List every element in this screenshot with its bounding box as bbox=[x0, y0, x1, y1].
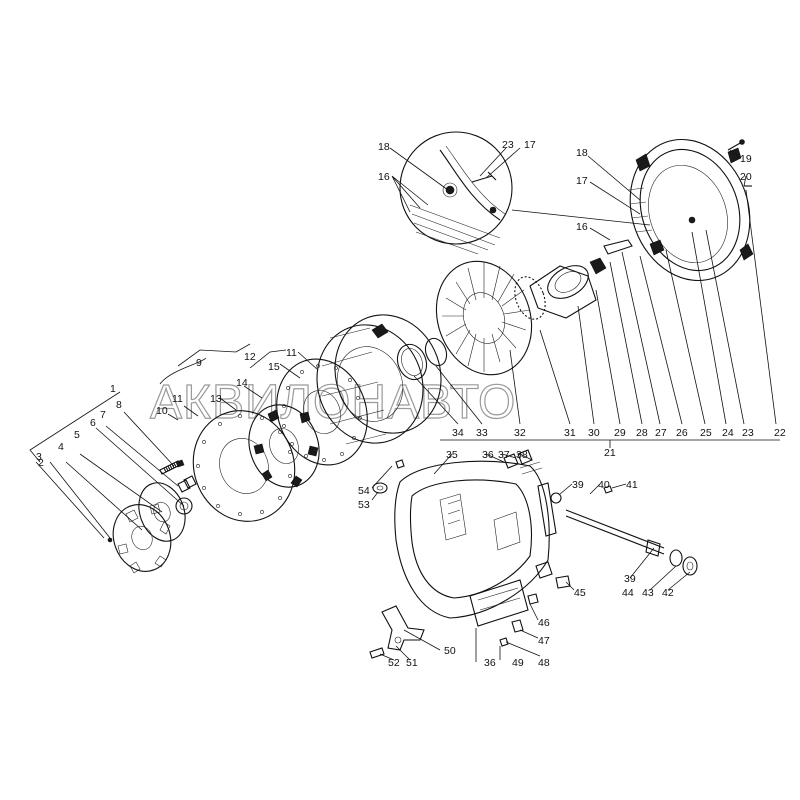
callout-16a: 16 bbox=[378, 171, 390, 183]
callout-41: 41 bbox=[626, 479, 638, 491]
callout-50: 50 bbox=[444, 645, 456, 657]
callout-24: 24 bbox=[722, 427, 734, 439]
watermark: АКВИЛОНАВТО bbox=[150, 376, 516, 429]
detail-inset-circle bbox=[399, 131, 651, 255]
callout-9: 9 bbox=[196, 357, 202, 369]
callout-26: 26 bbox=[676, 427, 688, 439]
callout-27: 27 bbox=[655, 427, 667, 439]
callout-5: 5 bbox=[74, 429, 80, 441]
callout-45: 45 bbox=[574, 587, 586, 599]
callout-32: 32 bbox=[514, 427, 526, 439]
callout-4: 4 bbox=[58, 441, 64, 453]
callout-labels: 2 3 4 5 6 7 8 1 9 10 11 11 12 13 14 15 1… bbox=[36, 139, 786, 669]
callout-23a: 23 bbox=[502, 139, 514, 151]
leader-lines bbox=[29, 147, 780, 662]
callout-31: 31 bbox=[564, 427, 576, 439]
callout-12: 12 bbox=[244, 351, 256, 363]
callout-25: 25 bbox=[700, 427, 712, 439]
callout-17a: 17 bbox=[524, 139, 536, 151]
callout-8: 8 bbox=[116, 399, 122, 411]
callout-6: 6 bbox=[90, 417, 96, 429]
callout-34: 34 bbox=[452, 427, 464, 439]
callout-35: 35 bbox=[446, 449, 458, 461]
callout-3: 3 bbox=[36, 451, 42, 463]
callout-30: 30 bbox=[588, 427, 600, 439]
callout-11b: 11 bbox=[286, 347, 297, 359]
callout-7: 7 bbox=[100, 409, 106, 421]
callout-22: 22 bbox=[774, 427, 786, 439]
release-bearing-assembly bbox=[514, 239, 633, 320]
callout-51: 51 bbox=[406, 657, 418, 669]
callout-53: 53 bbox=[358, 499, 370, 511]
intermediate-plate bbox=[248, 404, 320, 488]
pressure-plate-cover bbox=[627, 138, 754, 282]
callout-13: 13 bbox=[210, 393, 222, 405]
callout-54: 54 bbox=[358, 485, 370, 497]
callout-49: 49 bbox=[512, 657, 524, 669]
callout-16b: 16 bbox=[576, 221, 588, 233]
callout-38: 38 bbox=[516, 449, 528, 461]
diaphragm-spring bbox=[435, 260, 533, 376]
callout-46: 46 bbox=[538, 617, 550, 629]
callout-40: 40 bbox=[598, 479, 610, 491]
callout-33: 33 bbox=[476, 427, 488, 439]
bolt-and-washer bbox=[372, 459, 405, 494]
callout-52: 52 bbox=[388, 657, 400, 669]
callout-29: 29 bbox=[614, 427, 626, 439]
callout-2: 2 bbox=[38, 457, 44, 469]
callout-1: 1 bbox=[110, 383, 116, 395]
callout-28: 28 bbox=[636, 427, 648, 439]
callout-39a: 39 bbox=[572, 479, 584, 491]
release-fork-bracket bbox=[369, 605, 425, 659]
callout-48: 48 bbox=[538, 657, 550, 669]
damper-spring-parts bbox=[159, 459, 197, 515]
callout-36b: 36 bbox=[484, 657, 496, 669]
callout-20: 20 bbox=[740, 171, 752, 183]
friction-disc-front bbox=[192, 410, 296, 522]
pressure-plate-drum bbox=[316, 314, 442, 445]
damper-plate bbox=[107, 503, 172, 574]
callout-17b: 17 bbox=[576, 175, 588, 187]
callout-47: 47 bbox=[538, 635, 550, 647]
clutch-housing bbox=[394, 449, 557, 627]
callout-21: 21 bbox=[604, 447, 616, 459]
callout-23b: 23 bbox=[742, 427, 754, 439]
callout-18a: 18 bbox=[378, 141, 390, 153]
callout-10: 10 bbox=[156, 405, 168, 417]
callout-43: 43 bbox=[642, 587, 654, 599]
callout-37: 37 bbox=[498, 449, 510, 461]
callout-15: 15 bbox=[268, 361, 280, 373]
callout-39b: 39 bbox=[624, 573, 636, 585]
callout-36a: 36 bbox=[482, 449, 494, 461]
callout-11a: 11 bbox=[172, 393, 183, 405]
callout-14: 14 bbox=[236, 377, 248, 389]
release-shaft bbox=[499, 485, 698, 647]
callout-42: 42 bbox=[662, 587, 674, 599]
callout-19: 19 bbox=[740, 153, 752, 165]
callout-44: 44 bbox=[622, 587, 634, 599]
retaining-rings bbox=[396, 337, 448, 381]
callout-18b: 18 bbox=[576, 147, 588, 159]
